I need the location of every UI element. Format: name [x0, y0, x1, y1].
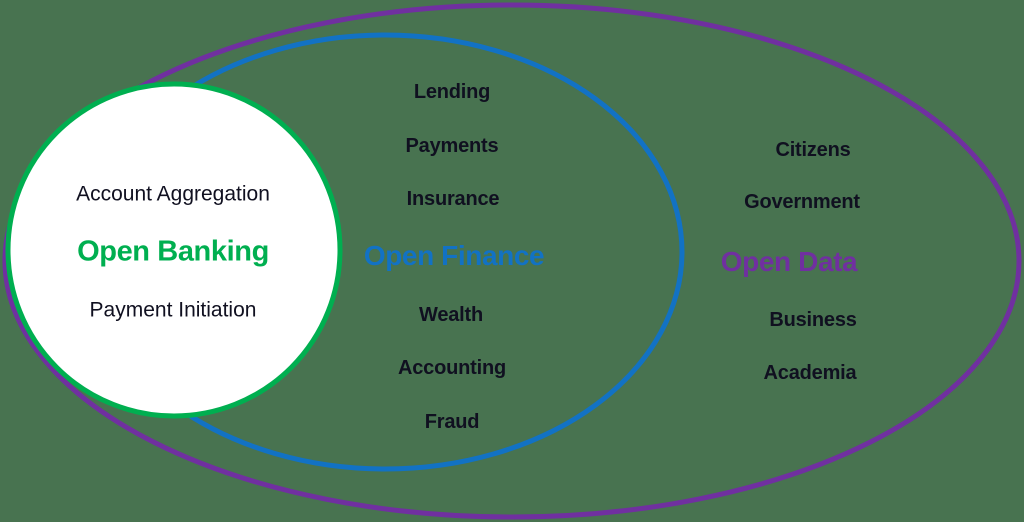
title-open-finance: Open Finance: [363, 240, 545, 271]
label-payment-initiation: Payment Initiation: [89, 298, 257, 322]
label-fraud: Fraud: [424, 411, 480, 433]
label-business: Business: [769, 309, 857, 331]
label-insurance: Insurance: [406, 188, 500, 210]
label-payments: Payments: [405, 135, 499, 157]
label-accounting: Accounting: [398, 357, 506, 379]
label-government: Government: [744, 191, 860, 213]
title-open-banking: Open Banking: [77, 235, 269, 268]
label-lending: Lending: [413, 81, 491, 103]
title-open-data: Open Data: [720, 246, 858, 277]
label-account-aggregation: Account Aggregation: [76, 182, 270, 206]
open-banking-circle: [5, 81, 343, 419]
label-wealth: Wealth: [419, 304, 483, 326]
label-academia: Academia: [763, 362, 857, 384]
label-citizens: Citizens: [775, 139, 851, 161]
